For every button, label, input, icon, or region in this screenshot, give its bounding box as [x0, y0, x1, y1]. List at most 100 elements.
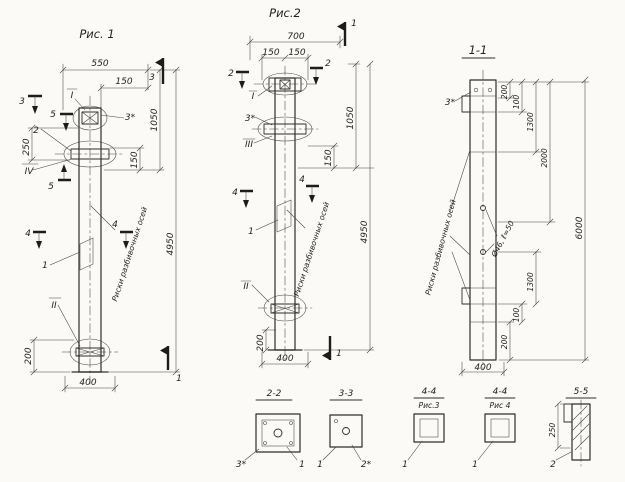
s44a-subtitle: Рис.3	[419, 401, 440, 410]
fig2-cut-4-right: 4	[299, 175, 305, 185]
fig1-dim-400: 400	[79, 378, 96, 388]
fig2-bottom-plate	[270, 303, 300, 314]
s55-dimension-lines	[557, 403, 571, 449]
fig2-dim-1050: 1050	[346, 106, 356, 129]
s55-hatching	[572, 405, 590, 451]
section-5-5: 5-5 250 2	[548, 387, 597, 470]
s22-outline	[255, 413, 301, 453]
fig1-bottom-plate	[75, 347, 105, 357]
s33-outline	[329, 414, 363, 448]
fig2-cut-arrowheads	[239, 22, 345, 360]
sec11-dim-1300-top: 1300	[526, 112, 535, 131]
s33-leader-lines	[322, 444, 362, 461]
s22-mark-1: 1	[299, 460, 305, 470]
sec11-dim-200-top: 200	[500, 85, 509, 100]
fig1-mark-1: 1	[42, 261, 48, 271]
fig1-cut-3-right: 3	[149, 73, 155, 83]
fig1-dim-550: 550	[91, 59, 108, 69]
fig2-mark-II: II	[243, 282, 249, 292]
s55-mark-2: 2	[550, 460, 556, 470]
fig1-axis-mark	[79, 237, 94, 271]
sec11-axes-note: Риски разбивочных осей	[423, 198, 457, 296]
fig2-console-plate	[263, 123, 307, 135]
fig2-dim-700: 700	[287, 32, 304, 42]
s44b-mark-1: 1	[472, 460, 478, 470]
s44b-subtitle: Рис 4	[490, 401, 511, 410]
fig2-dim-200: 200	[256, 334, 266, 351]
fig2-mark-1: 1	[248, 227, 254, 237]
sec11-dim-100-top: 100	[512, 95, 521, 110]
sec11-dim-400: 400	[474, 363, 491, 373]
fig1-cut-4-left: 4	[25, 229, 31, 239]
fig1-cut-3-left: 3	[19, 97, 25, 107]
s55-title: 5-5	[574, 387, 589, 397]
s33-center-hole	[342, 427, 350, 435]
fig2-dim-400: 400	[276, 354, 293, 364]
section-1-1: 1-1 3* 200 100 1300 2000 6000 1300 100 2…	[423, 43, 590, 377]
fig1-mark-3star: 3*	[125, 113, 136, 123]
fig1-dim-ticks	[28, 66, 180, 392]
fig1-dimension-lines	[27, 63, 181, 393]
s44a-leader-line	[407, 440, 423, 461]
section-4-4-fig3: 4-4 Рис.3 1	[402, 387, 445, 470]
s33-mark-1: 1	[317, 460, 323, 470]
fig2-dim-ticks	[246, 38, 374, 368]
s44b-outline	[484, 413, 516, 443]
s33-mark-2star: 2*	[361, 460, 372, 470]
fig2-dim-150-v: 150	[324, 149, 334, 166]
section-3-3: 3-3 1 2*	[317, 389, 371, 470]
fig1-cut-5-bottom: 5	[48, 182, 54, 192]
sec11-dimension-lines	[461, 79, 590, 377]
fig2-detail-callout-bottom	[263, 294, 307, 322]
fig1-cut-5-top: 5	[50, 110, 56, 120]
sec11-dim-1300-bottom: 1300	[526, 272, 535, 291]
figure-1: Рис. 1 550 150 3 3 I 5 5 2 250 150 1050 …	[19, 27, 182, 393]
sec11-dim-200-bottom: 200	[500, 335, 509, 350]
fig1-title: Рис. 1	[79, 27, 114, 41]
fig2-cut-1-top: 1	[351, 19, 357, 29]
fig1-dim-4950: 4950	[166, 232, 176, 255]
fig1-cut-4-right: 4	[112, 220, 118, 230]
s55-dim-250: 250	[548, 423, 557, 438]
fig2-detail-callout-console	[257, 116, 313, 142]
s22-center-hole	[273, 428, 283, 438]
fig1-dim-200: 200	[24, 347, 34, 364]
fig1-leader-lines	[32, 98, 125, 347]
fig2-cut-2-left: 2	[228, 69, 234, 79]
fig1-dim-250: 250	[22, 138, 32, 155]
s33-title: 3-3	[339, 389, 354, 399]
s55-leader-line	[555, 451, 572, 461]
fig1-mark-IV: IV	[25, 167, 35, 177]
fig1-detail-callout-bottom	[69, 338, 111, 366]
fig2-cut-1-bottom: 1	[336, 349, 342, 359]
fig2-mark-III: III	[245, 140, 253, 150]
fig2-section-cut-marks	[236, 22, 347, 360]
fig2-cut-2-right: 2	[325, 59, 331, 69]
sec11-hole-top	[480, 205, 486, 211]
fig2-mark-I: I	[252, 92, 255, 102]
s55-flange	[563, 403, 573, 423]
fig2-cut-4-left: 4	[232, 188, 238, 198]
s22-leader-lines	[244, 446, 298, 461]
fig1-cut-1: 1	[176, 374, 182, 384]
s55-profile	[571, 403, 591, 461]
fig2-axis-mark	[276, 199, 292, 233]
sec11-title: 1-1	[469, 43, 488, 57]
fig2-top-head	[268, 77, 302, 92]
fig1-top-plate	[81, 111, 99, 125]
sec11-console-top	[461, 95, 471, 113]
sec11-console-bottom	[461, 287, 471, 305]
sec11-column-body	[469, 79, 497, 361]
s22-mark-3star: 3*	[236, 460, 247, 470]
fig1-detail-callout-top	[72, 105, 108, 131]
fig1-mark-2: 2	[33, 126, 39, 136]
fig1-console-plate	[70, 148, 110, 160]
sec11-leader-lines	[449, 91, 498, 301]
fig2-leader-lines	[251, 85, 306, 303]
s22-title: 2-2	[267, 389, 282, 399]
s44a-outline	[413, 413, 445, 443]
fig2-mark-3star: 3*	[245, 114, 256, 124]
fig2-axes-note: Риски разбивочных осей	[292, 201, 331, 298]
